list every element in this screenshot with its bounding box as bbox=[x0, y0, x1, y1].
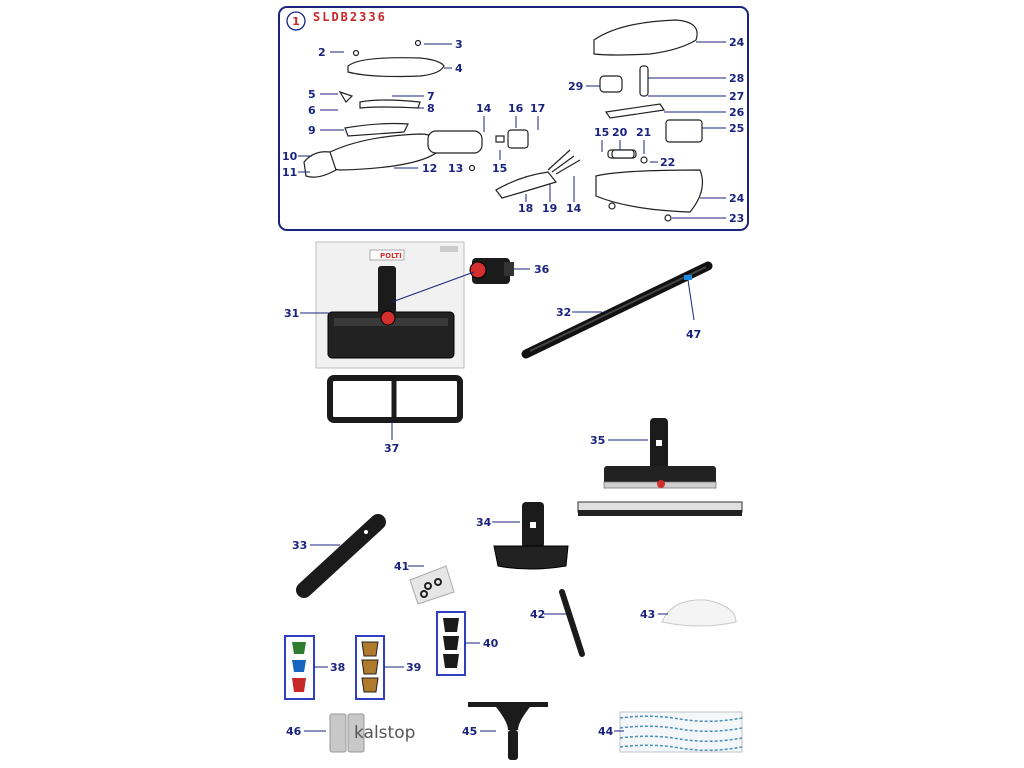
label-5: 5 bbox=[308, 88, 316, 101]
label-8: 8 bbox=[427, 102, 435, 115]
label-22: 22 bbox=[660, 156, 675, 169]
exploded-view-labels: 2 3 4 5 6 7 8 9 10 11 12 13 14 15 16 17 … bbox=[282, 36, 745, 225]
label-9: 9 bbox=[308, 124, 316, 137]
extension-tube bbox=[521, 261, 713, 359]
model-code: SLDB2336 bbox=[313, 10, 387, 24]
label-10: 10 bbox=[282, 150, 298, 163]
label-2: 2 bbox=[318, 46, 326, 59]
label-12: 12 bbox=[422, 162, 437, 175]
label-38: 37 bbox=[384, 442, 399, 455]
label-45: 45 bbox=[462, 725, 477, 738]
packaging-brand: POLTI bbox=[380, 252, 402, 260]
label-26: 26 bbox=[729, 106, 745, 119]
label-44: 44 bbox=[598, 725, 614, 738]
label-15-upper: 15 bbox=[492, 162, 507, 175]
small-brush-tool bbox=[559, 589, 585, 657]
label-41: 41 bbox=[394, 560, 409, 573]
window-floor-squeegee bbox=[577, 418, 743, 516]
label-43: 43 bbox=[640, 608, 655, 621]
label-16: 16 bbox=[508, 102, 524, 115]
label-20: 20 bbox=[612, 126, 628, 139]
label-47: 47 bbox=[686, 328, 701, 341]
pad-frame bbox=[327, 375, 463, 423]
brass-nozzle-set bbox=[361, 641, 379, 693]
label-17: 17 bbox=[530, 102, 545, 115]
gasket-bag bbox=[409, 565, 455, 605]
label-34: 40 bbox=[483, 637, 499, 650]
label-40: 39 bbox=[406, 661, 421, 674]
label-25: 25 bbox=[729, 122, 744, 135]
handle-assembly-right bbox=[593, 19, 703, 222]
label-27: 27 bbox=[729, 90, 744, 103]
connector-part bbox=[469, 258, 514, 284]
label-4: 4 bbox=[455, 62, 463, 75]
section-number-circle bbox=[286, 11, 306, 31]
label-6: 6 bbox=[308, 104, 316, 117]
kalstop-descaler: kalstop bbox=[329, 713, 415, 753]
upholstery-tool bbox=[493, 502, 569, 570]
label-24-upper: 24 bbox=[729, 36, 745, 49]
black-nozzle-set bbox=[443, 618, 459, 668]
label-31: 31 bbox=[284, 307, 299, 320]
label-46: 46 bbox=[286, 725, 302, 738]
label-35: 34 bbox=[476, 516, 492, 529]
label-32: 32 bbox=[556, 306, 571, 319]
window-squeegee bbox=[468, 702, 548, 760]
label-42: 42 bbox=[530, 608, 545, 621]
label-18: 18 bbox=[518, 202, 533, 215]
label-14-lower: 14 bbox=[566, 202, 582, 215]
label-14-upper: 14 bbox=[476, 102, 492, 115]
label-29: 29 bbox=[568, 80, 583, 93]
label-33: 33 bbox=[292, 539, 307, 552]
label-3: 3 bbox=[455, 38, 463, 51]
microfibre-cloth bbox=[619, 711, 743, 753]
packaged-floor-tool: POLTI bbox=[315, 241, 465, 369]
label-28: 28 bbox=[729, 72, 744, 85]
label-24-lower: 24 bbox=[729, 192, 745, 205]
hand-nozzle bbox=[296, 514, 386, 598]
label-39: 38 bbox=[330, 661, 345, 674]
label-23: 23 bbox=[729, 212, 744, 225]
label-7: 7 bbox=[427, 90, 435, 103]
kalstop-logo: kalstop bbox=[354, 723, 415, 743]
label-15-lower: 15 bbox=[594, 126, 609, 139]
bonnet-cover bbox=[661, 599, 737, 627]
section-number: 1 bbox=[292, 15, 300, 28]
color-nozzle-set bbox=[292, 642, 306, 692]
label-36: 35 bbox=[590, 434, 605, 447]
label-37: 36 bbox=[534, 263, 550, 276]
label-11: 11 bbox=[282, 166, 297, 179]
label-13: 13 bbox=[448, 162, 463, 175]
label-19: 19 bbox=[542, 202, 557, 215]
label-21: 21 bbox=[636, 126, 651, 139]
